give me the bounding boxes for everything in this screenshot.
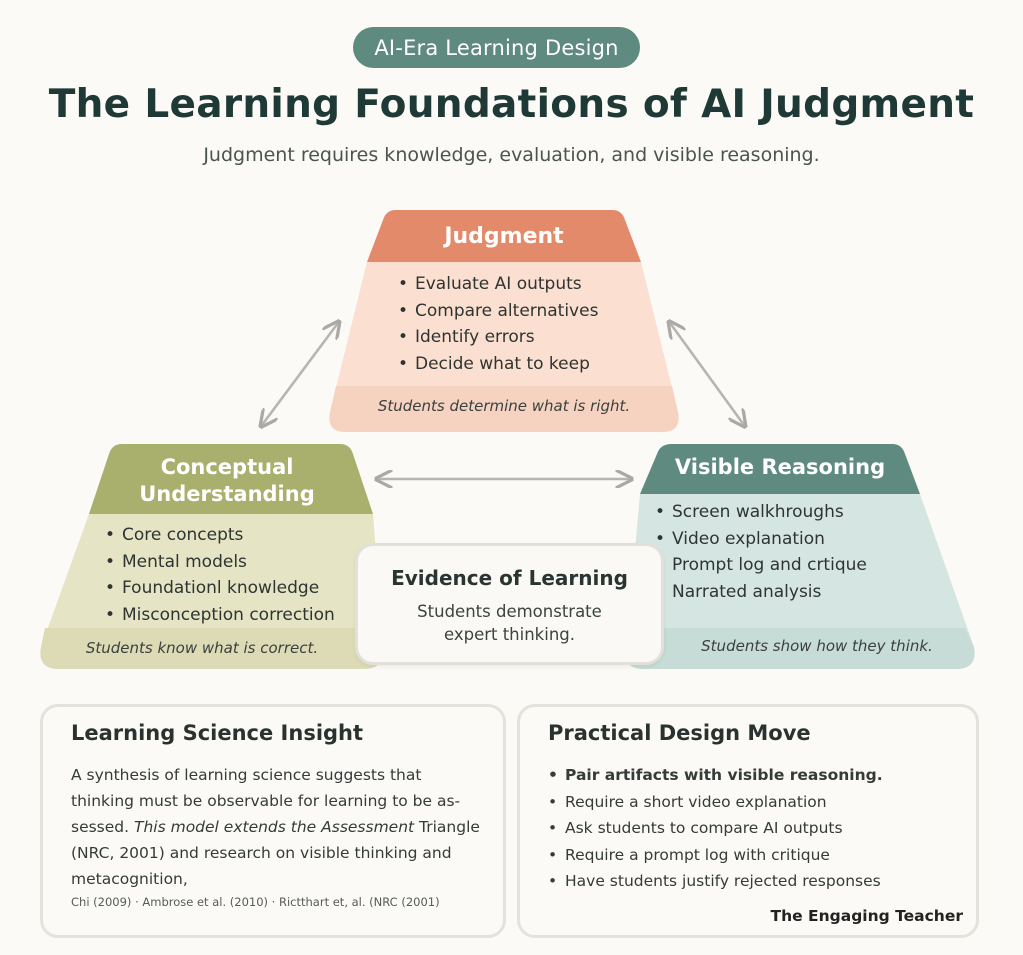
arrow-judgment-conceptual (262, 323, 338, 425)
list-item: Core concepts (105, 522, 335, 549)
list-item: Foundationl knowledge (105, 575, 335, 602)
arrow-judgment-reasoning (670, 323, 744, 425)
evidence-card: Evidence of Learning Students demonstrat… (355, 543, 664, 665)
insight-text-plain: A synthesis of learning science suggests… (71, 766, 461, 836)
insight-card: Learning Science Insight A synthesis of … (40, 704, 506, 938)
list-item: Compare alternatives (398, 298, 598, 325)
page-subtitle: Judgment requires knowledge, evaluation,… (203, 144, 820, 166)
design-move-title: Practical Design Move (548, 721, 811, 745)
header-badge: AI-Era Learning Design (353, 27, 640, 68)
brand-label: The Engaging Teacher (770, 907, 964, 925)
list-item: Pair artifacts with visible reasoning. (548, 762, 883, 789)
reasoning-plain-list: Prompt log and crtique Narrated analysis (672, 552, 867, 605)
reasoning-footer: Students show how they think. (701, 637, 933, 655)
list-item: Identify errors (398, 324, 598, 351)
list-item: Evaluate AI outputs (398, 271, 598, 298)
list-item: Screen walkhroughs (655, 499, 844, 526)
judgment-footer: Students determine what is right. (377, 397, 631, 415)
judgment-list: Evaluate AI outputs Compare alternatives… (398, 271, 598, 377)
judgment-title: Judgment (444, 224, 564, 249)
reasoning-list: Screen walkhroughs Video explanation (655, 499, 844, 552)
judgment-block: Judgment Evaluate AI outputs Compare alt… (326, 210, 682, 432)
page-title: The Learning Foundations of AI Judgment (48, 82, 975, 127)
insight-text-rest: Triangle (NRC, 2001) and research on vis… (71, 818, 480, 888)
list-item: Mental models (105, 549, 335, 576)
reasoning-block: Visible Reasoning Screen walkhroughs Vid… (622, 444, 978, 669)
conceptual-list: Core concepts Mental models Foundationl … (105, 522, 335, 628)
list-item: Require a short video explanation (548, 789, 883, 816)
conceptual-title-line2: Understanding (139, 482, 315, 506)
design-move-card: Practical Design Move Pair artifacts wit… (517, 704, 979, 938)
insight-text: A synthesis of learning science suggests… (71, 762, 481, 892)
list-item: Video explanation (655, 526, 844, 553)
evidence-title: Evidence of Learning (391, 566, 628, 590)
insight-text-italic: This model extends the Assessment (134, 818, 415, 836)
list-item: Have students justify rejected responses (548, 868, 883, 895)
conceptual-title-line1: Conceptual (160, 455, 294, 479)
design-move-list: Pair artifacts with visible reasoning. R… (548, 762, 883, 895)
list-item: Narrated analysis (672, 581, 822, 602)
list-item: Decide what to keep (398, 351, 598, 378)
list-item: Prompt log and crtique (672, 555, 867, 575)
reasoning-title: Visible Reasoning (674, 455, 886, 479)
insight-citation: Chi (2009) · Ambrose et al. (2010) · Ric… (71, 895, 440, 909)
insight-title: Learning Science Insight (71, 721, 364, 745)
list-item: Require a prompt log with critique (548, 842, 883, 869)
list-item: Ask students to compare AI outputs (548, 815, 883, 842)
list-item: Misconception correction (105, 602, 335, 629)
conceptual-block: Conceptual Understanding Core concepts M… (37, 444, 387, 669)
evidence-text: Students demonstrate expert thinking. (417, 602, 602, 644)
conceptual-footer: Students know what is correct. (85, 639, 319, 657)
